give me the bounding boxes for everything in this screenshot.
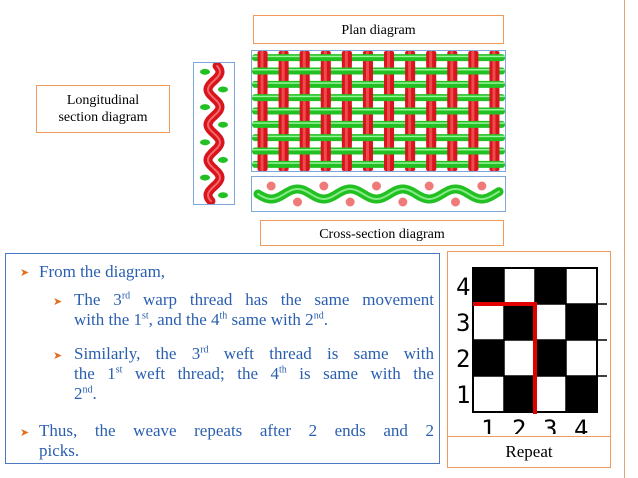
- warp-cross-section: [424, 181, 434, 191]
- weave-cell: [535, 376, 566, 412]
- weft-cross-section: [218, 156, 228, 163]
- weave-cell: [535, 304, 566, 340]
- warp-cross-section: [451, 197, 460, 207]
- cross-section-diagram: [251, 176, 506, 212]
- explanation-panel: ➤ From the diagram, ➤ The 3rd warp threa…: [5, 253, 440, 464]
- weft-thread: [252, 147, 505, 155]
- warp-cross-section: [477, 181, 487, 191]
- weft-thread: [252, 160, 505, 168]
- weft-thread: [252, 107, 505, 115]
- weft-thread: [252, 134, 505, 142]
- bullet-4: Thus, the weave repeats after 2 ends and…: [39, 421, 434, 460]
- weave-cell: [473, 304, 504, 340]
- row-label: 4: [456, 273, 470, 301]
- weft-cross-section: [200, 104, 210, 111]
- plan-diagram: [251, 50, 506, 172]
- warp-cross-section: [345, 197, 355, 207]
- column-label: 1: [481, 415, 495, 434]
- warp-cross-section: [293, 197, 302, 207]
- row-label: 1: [456, 381, 470, 409]
- longitudinal-section-graphic: [200, 63, 228, 204]
- weft-thread: [252, 120, 505, 128]
- weave-cell: [566, 304, 597, 340]
- weave-cell: [566, 340, 597, 376]
- weft-thread: [252, 67, 505, 75]
- weft-thread: [252, 94, 505, 102]
- weft-cross-section: [218, 121, 228, 128]
- cross-section-graphic: [253, 181, 504, 207]
- warp-cross-section: [266, 181, 276, 191]
- plan-diagram-graphic: [252, 51, 505, 171]
- bullet-1: From the diagram,: [39, 262, 166, 281]
- bullet-arrow-icon: ➤: [20, 426, 30, 439]
- weft-cross-section: [200, 139, 210, 146]
- weave-cell: [504, 268, 535, 304]
- repeat-outline: [473, 302, 537, 414]
- weft-thread: [252, 80, 505, 88]
- weave-cell: [566, 268, 597, 304]
- repeat-label: Repeat: [505, 442, 553, 461]
- weave-cell: [535, 268, 566, 304]
- weft-cross-section: [200, 68, 210, 75]
- weave-cell: [535, 340, 566, 376]
- repeat-label-box: Repeat: [447, 436, 611, 468]
- weave-cell: [473, 340, 504, 376]
- weave-cell: [566, 376, 597, 412]
- bullet-arrow-icon: ➤: [53, 295, 63, 308]
- plan-diagram-label: Plan diagram: [253, 15, 504, 44]
- weft-thread: [252, 54, 505, 62]
- bullet-arrow-icon: ➤: [53, 349, 63, 362]
- warp-cross-section: [372, 181, 381, 191]
- longitudinal-section-label: Longitudinal section diagram: [36, 85, 170, 133]
- column-label: 3: [543, 415, 557, 434]
- longitudinal-section-diagram: [193, 62, 235, 205]
- weave-cell: [473, 268, 504, 304]
- weave-cell: [504, 376, 535, 412]
- weave-cell: [473, 376, 504, 412]
- weft-cross-section: [218, 192, 228, 199]
- column-label: 2: [512, 415, 526, 434]
- warp-cross-section: [319, 181, 329, 191]
- weave-cell: [504, 340, 535, 376]
- weft-cross-section: [218, 86, 228, 93]
- slide-edge-line: [624, 0, 625, 478]
- column-label: 4: [574, 415, 588, 434]
- weft-cross-section: [200, 174, 210, 181]
- cross-section-label: Cross-section diagram: [260, 220, 504, 246]
- bullet-3: Similarly, the 3rd weft thread is same w…: [74, 344, 434, 403]
- row-label: 3: [456, 309, 470, 337]
- row-label: 2: [456, 345, 470, 373]
- bullet-2: The 3rd warp thread has the same movemen…: [74, 290, 434, 329]
- weave-cell: [504, 304, 535, 340]
- bullet-arrow-icon: ➤: [20, 266, 30, 279]
- warp-cross-section: [398, 197, 408, 207]
